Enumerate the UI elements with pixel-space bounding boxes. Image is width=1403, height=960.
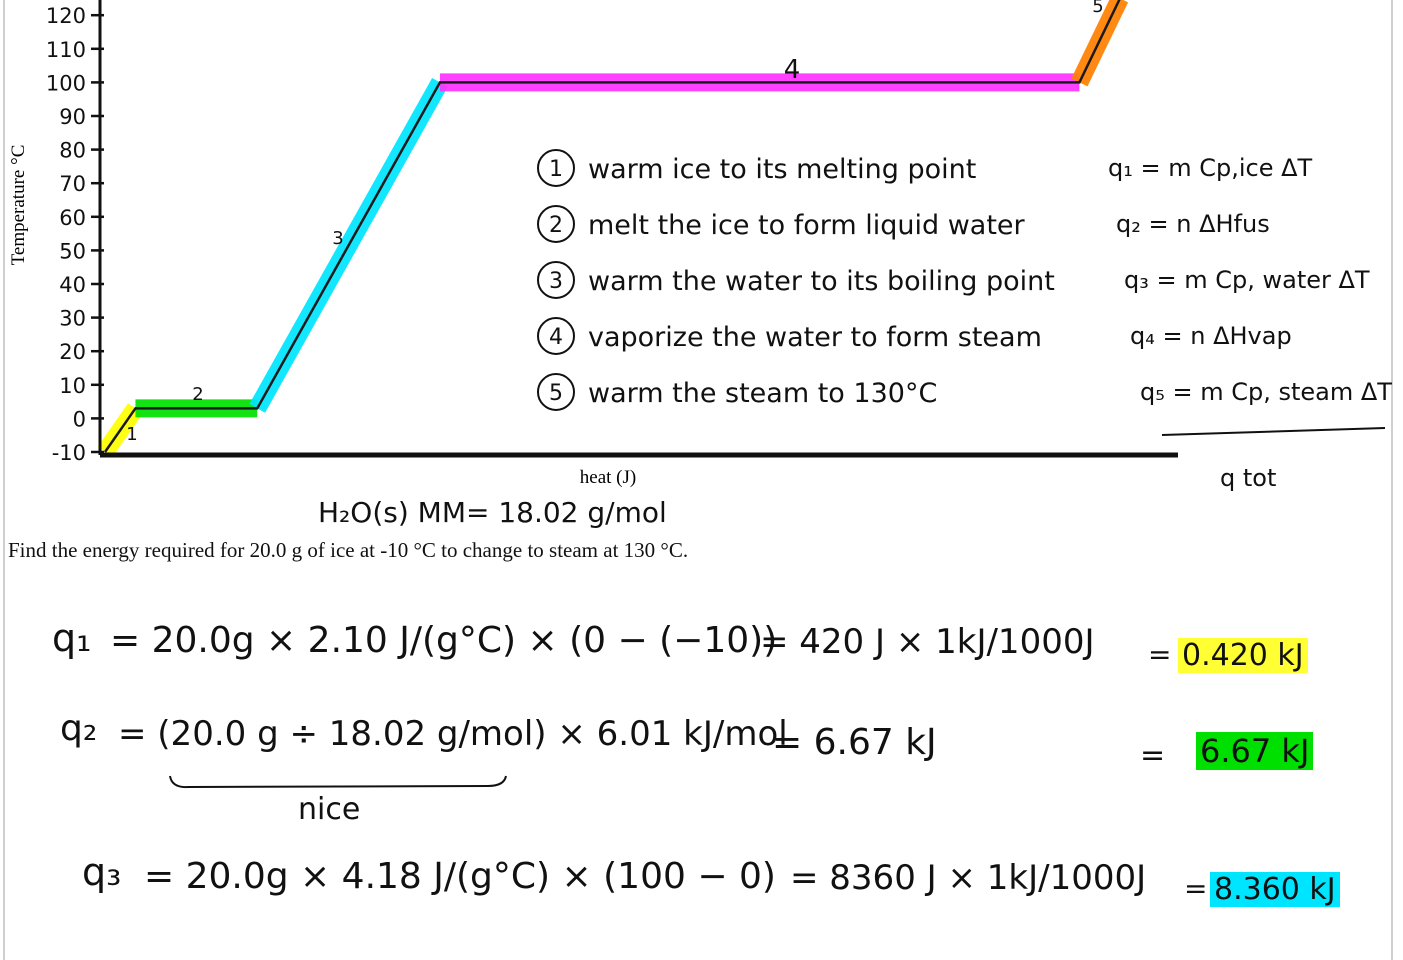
segment-number-label: 4	[784, 55, 801, 85]
y-tick-label: 30	[59, 307, 86, 331]
q-equation-list: q₁ = m Cp,ice ΔT q₂ = n ΔHfus q₃ = m Cp, w…	[1108, 154, 1392, 406]
segment-number-label: 2	[192, 384, 203, 405]
calc-q3-result: 8.360 kJ	[1210, 872, 1340, 907]
step-number: 1	[549, 157, 563, 182]
segment-number-label: 5	[1092, 0, 1103, 17]
y-axis-label: Temperature °C	[8, 145, 29, 266]
segment-label-group: 1 2 3 4 5	[126, 0, 1103, 445]
calc-q2-result: 6.67 kJ	[1196, 732, 1314, 770]
y-tick-label: 90	[59, 105, 86, 129]
q-total-label: q tot	[1220, 464, 1276, 492]
calc-q1-expression: = 20.0g × 2.10 J/(g°C) × (0 − (−10))	[110, 620, 778, 661]
step-number-circle	[537, 205, 575, 243]
y-tick-label: -10	[52, 441, 86, 465]
y-tick-label: 50	[59, 239, 86, 263]
calc-q3-equals: =	[1184, 872, 1208, 905]
y-tick-label: 0	[73, 407, 86, 431]
y-tick-label: 10	[59, 374, 86, 398]
x-axis-label: heat (J)	[580, 467, 636, 488]
step-number: 3	[549, 269, 563, 294]
calc-q2-brace-label: nice	[298, 792, 361, 827]
calc-q1-middle: = 420 J × 1kJ/1000J	[760, 622, 1095, 662]
q-equation: q₂ = n ΔHfus	[1116, 210, 1270, 238]
step-number: 4	[549, 325, 563, 350]
calc-q1-equals: =	[1148, 638, 1172, 671]
calc-q2-equals: =	[1140, 738, 1166, 773]
q-equation: q₃ = m Cp, water ΔT	[1124, 266, 1370, 294]
calc-q2-expression: = (20.0 g ÷ 18.02 g/mol) × 6.01 kJ/mol	[118, 714, 788, 754]
page-border-right	[1391, 0, 1393, 960]
calc-q1-label: q₁	[52, 616, 92, 660]
q-equation: q₄ = n ΔHvap	[1130, 322, 1292, 350]
calc-q2-middle: = 6.67 kJ	[772, 722, 937, 763]
step-number-circle	[537, 317, 575, 355]
substance-note: H₂O(s) MM= 18.02 g/mol	[318, 496, 667, 529]
q-equation: q₁ = m Cp,ice ΔT	[1108, 154, 1313, 182]
calc-q3-label: q₃	[82, 850, 122, 894]
sum-line	[1161, 427, 1386, 436]
y-tick-label: 100	[46, 71, 86, 95]
problem-statement: Find the energy required for 20.0 g of i…	[8, 538, 689, 562]
step-number: 5	[549, 381, 563, 406]
y-tick-label: 20	[59, 340, 86, 364]
calc-q3-middle: = 8360 J × 1kJ/1000J	[790, 858, 1147, 898]
step-text: warm the water to its boiling point	[588, 266, 1055, 297]
calc-q2-label: q₂	[60, 708, 98, 749]
n-ice-brace	[169, 775, 507, 789]
y-tick-label: 120	[46, 4, 86, 28]
y-tick-label: 40	[59, 273, 86, 297]
step-number-circle	[537, 261, 575, 299]
y-tick-label: 70	[59, 172, 86, 196]
y-tick-label: 80	[59, 139, 86, 163]
segment-number-label: 3	[332, 228, 343, 249]
calc-q1-result: 0.420 kJ	[1178, 638, 1308, 673]
step-number-circle	[537, 149, 575, 187]
step-number-circle	[537, 373, 575, 411]
segment-number-label: 1	[126, 424, 137, 445]
heating-curve-line	[103, 0, 1121, 453]
page-border-left	[3, 0, 5, 960]
step-list: 1 warm ice to its melting point 2 melt the …	[537, 149, 1055, 411]
step-text: warm ice to its melting point	[588, 154, 976, 185]
step-text: warm the steam to 130°C	[588, 378, 937, 409]
calc-q3-expression: = 20.0g × 4.18 J/(g°C) × (100 − 0)	[144, 856, 776, 897]
step-text: melt the ice to form liquid water	[588, 210, 1026, 241]
y-tick-label: 110	[46, 38, 86, 62]
q-equation: q₅ = m Cp, steam ΔT	[1140, 378, 1392, 406]
step-text: vaporize the water to form steam	[588, 322, 1042, 353]
y-tick-label: 60	[59, 206, 86, 230]
step-number: 2	[549, 213, 563, 238]
